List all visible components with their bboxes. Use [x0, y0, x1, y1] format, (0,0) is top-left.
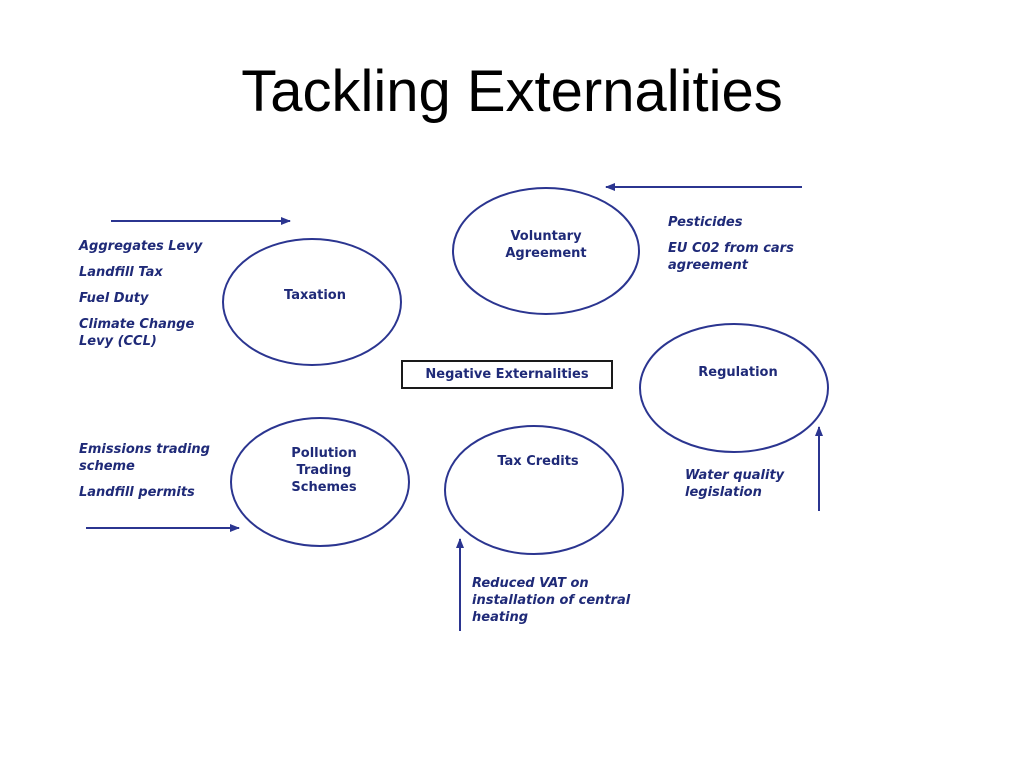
note-climate-change-levy: Climate Change Levy (CCL): [79, 317, 195, 349]
note-landfill-tax: Landfill Tax: [79, 265, 163, 280]
note-pesticides: Pesticides: [668, 215, 743, 230]
note-aggregates-levy: Aggregates Levy: [79, 239, 203, 254]
taxation-label: Taxation: [284, 288, 346, 303]
pollution-trading-ellipse: [230, 417, 410, 547]
voluntary-agreement-ellipse: [452, 187, 640, 315]
regulation-notes: Water quality legislation: [685, 467, 805, 510]
tax-credits-label: Tax Credits: [497, 454, 579, 469]
slide-title: Tackling Externalities: [241, 59, 783, 124]
negative-externalities-box: Negative Externalities: [401, 360, 613, 389]
note-reduced-vat: Reduced VAT on installation of central h…: [472, 576, 631, 625]
pollution-notes: Emissions trading scheme Landfill permit…: [79, 441, 214, 510]
tax-credits-notes: Reduced VAT on installation of central h…: [472, 575, 632, 635]
note-fuel-duty: Fuel Duty: [79, 291, 149, 306]
voluntary-agreement-label: Voluntary Agreement: [505, 229, 587, 261]
tax-credits-ellipse: [444, 425, 624, 555]
note-emissions-trading: Emissions trading scheme: [79, 442, 210, 474]
regulation-ellipse: [639, 323, 829, 453]
note-eu-co2-cars: EU C02 from cars agreement: [668, 241, 794, 273]
pollution-trading-label: Pollution Trading Schemes: [291, 446, 357, 495]
note-landfill-permits: Landfill permits: [79, 485, 195, 500]
regulation-label: Regulation: [698, 365, 778, 380]
taxation-notes: Aggregates Levy Landfill Tax Fuel Duty C…: [79, 238, 227, 359]
voluntary-notes: Pesticides EU C02 from cars agreement: [668, 214, 808, 283]
note-water-quality: Water quality legislation: [685, 468, 785, 500]
taxation-ellipse: [222, 238, 402, 366]
